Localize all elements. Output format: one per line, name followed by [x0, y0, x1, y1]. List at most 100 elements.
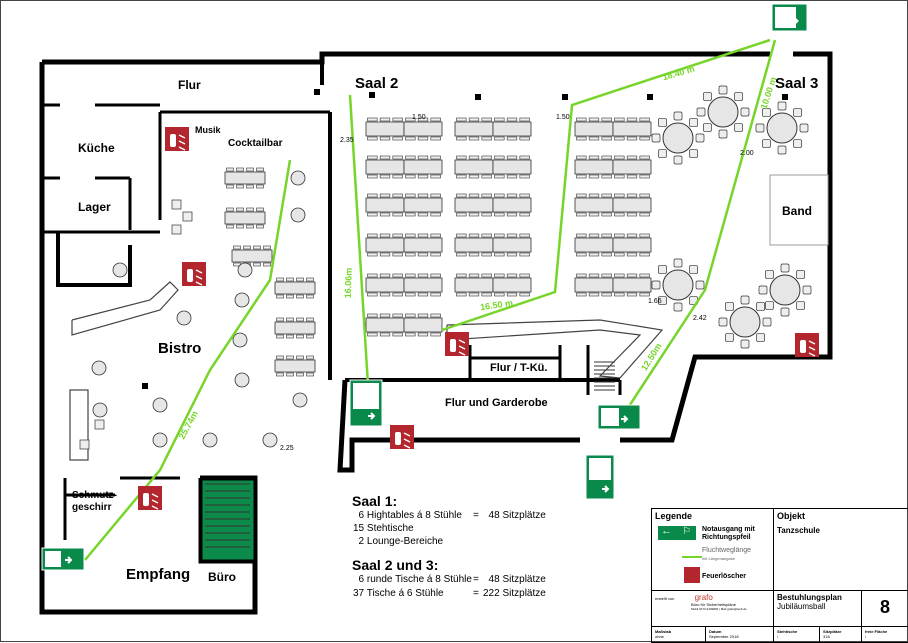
chair — [367, 136, 378, 141]
chair — [576, 233, 587, 238]
standing-table — [234, 292, 250, 308]
chair — [236, 184, 244, 189]
extinguisher-glyph — [395, 432, 401, 445]
chair — [494, 136, 505, 141]
chair — [392, 174, 403, 179]
standing-table — [292, 392, 308, 408]
room-label-cocktailbar: Cocktailbar — [228, 138, 283, 149]
chair — [430, 233, 441, 238]
chair — [802, 285, 812, 295]
room-label-flur-garderobe: Flur und Garderobe — [445, 397, 548, 409]
hightable — [231, 249, 273, 263]
table — [454, 121, 494, 137]
chair — [614, 193, 625, 198]
fire-extinguisher-icon — [165, 127, 189, 151]
summary-value: 222 Sitzplätze — [483, 588, 546, 599]
chair — [576, 252, 587, 257]
chair — [392, 252, 403, 257]
chair — [379, 174, 391, 179]
chair — [246, 167, 254, 172]
legend-exit-label: Notausgang mit — [702, 526, 755, 533]
table — [574, 237, 614, 253]
legend-route-label: Fluchtweglänge — [702, 547, 752, 554]
chair — [417, 212, 429, 217]
lounge-seat — [182, 211, 193, 222]
pillar — [369, 92, 375, 98]
summary-saal1-title: Saal 1: — [352, 493, 398, 509]
room-label-flur-tkue: Flur / T-Kü. — [490, 362, 548, 374]
fire-extinguisher-icon — [684, 567, 700, 583]
chair — [417, 117, 429, 122]
chair — [725, 333, 734, 342]
chair — [765, 301, 774, 310]
chair — [417, 273, 429, 278]
chair — [256, 184, 264, 189]
chair — [456, 212, 467, 217]
chair — [456, 292, 467, 297]
fire-extinguisher-icon — [390, 425, 414, 449]
chair — [588, 212, 600, 217]
table — [574, 277, 614, 293]
chair — [379, 136, 391, 141]
table — [574, 197, 614, 213]
chair — [777, 101, 787, 111]
chair — [263, 262, 271, 267]
hightable — [224, 211, 266, 225]
chair — [417, 155, 429, 160]
pillar — [782, 94, 788, 100]
exit-runner-icon — [589, 458, 611, 480]
legend-exit-label-2: Richtungspfeil — [702, 534, 751, 541]
chair — [651, 280, 661, 290]
table — [612, 237, 652, 253]
distance-label: 2.00 — [740, 150, 754, 157]
chair — [405, 212, 416, 217]
chair — [456, 193, 467, 198]
plan-number: 8 — [879, 597, 890, 617]
chair — [367, 117, 378, 122]
chair — [226, 224, 234, 229]
fire-extinguisher-icon — [795, 333, 819, 357]
table — [403, 121, 443, 137]
chair — [430, 252, 441, 257]
chair — [243, 245, 251, 250]
chair — [506, 273, 518, 278]
room-label-lager: Lager — [78, 200, 111, 214]
chair — [626, 117, 638, 122]
chair — [379, 332, 391, 337]
chair — [639, 212, 650, 217]
chair — [626, 292, 638, 297]
escape-routes — [84, 38, 777, 561]
summary-value: 48 Sitzplätze — [483, 510, 546, 521]
extinguisher-glyph — [170, 134, 176, 147]
chair — [506, 136, 518, 141]
stehtische-cell: Stehtische/ — [774, 627, 820, 642]
distance-label: 1.66 — [648, 298, 662, 305]
chair — [576, 155, 587, 160]
legend-title: Legende — [655, 511, 693, 521]
chair — [506, 252, 518, 257]
chair — [296, 334, 304, 339]
legend-title-block: Legende ← ⚐ Notausgang mit Richtungspfei… — [651, 508, 908, 643]
chair — [494, 155, 505, 160]
flame-glyph — [195, 269, 203, 286]
chair — [614, 212, 625, 217]
distance-label: 2.35 — [340, 137, 354, 144]
chair — [703, 123, 712, 132]
chair — [494, 273, 505, 278]
chair — [468, 136, 480, 141]
chair — [519, 252, 530, 257]
company-logo: grafo — [694, 593, 713, 602]
chair — [379, 117, 391, 122]
chair — [286, 372, 294, 377]
chair — [468, 233, 480, 238]
chair — [392, 193, 403, 198]
pillar — [562, 94, 568, 100]
chair — [689, 149, 698, 158]
plan-title: Bestuhlungsplan — [777, 593, 842, 602]
chair — [226, 184, 234, 189]
hightable — [274, 321, 316, 335]
chair — [405, 273, 416, 278]
chair — [658, 118, 667, 127]
chair — [695, 133, 705, 143]
chair — [639, 174, 650, 179]
